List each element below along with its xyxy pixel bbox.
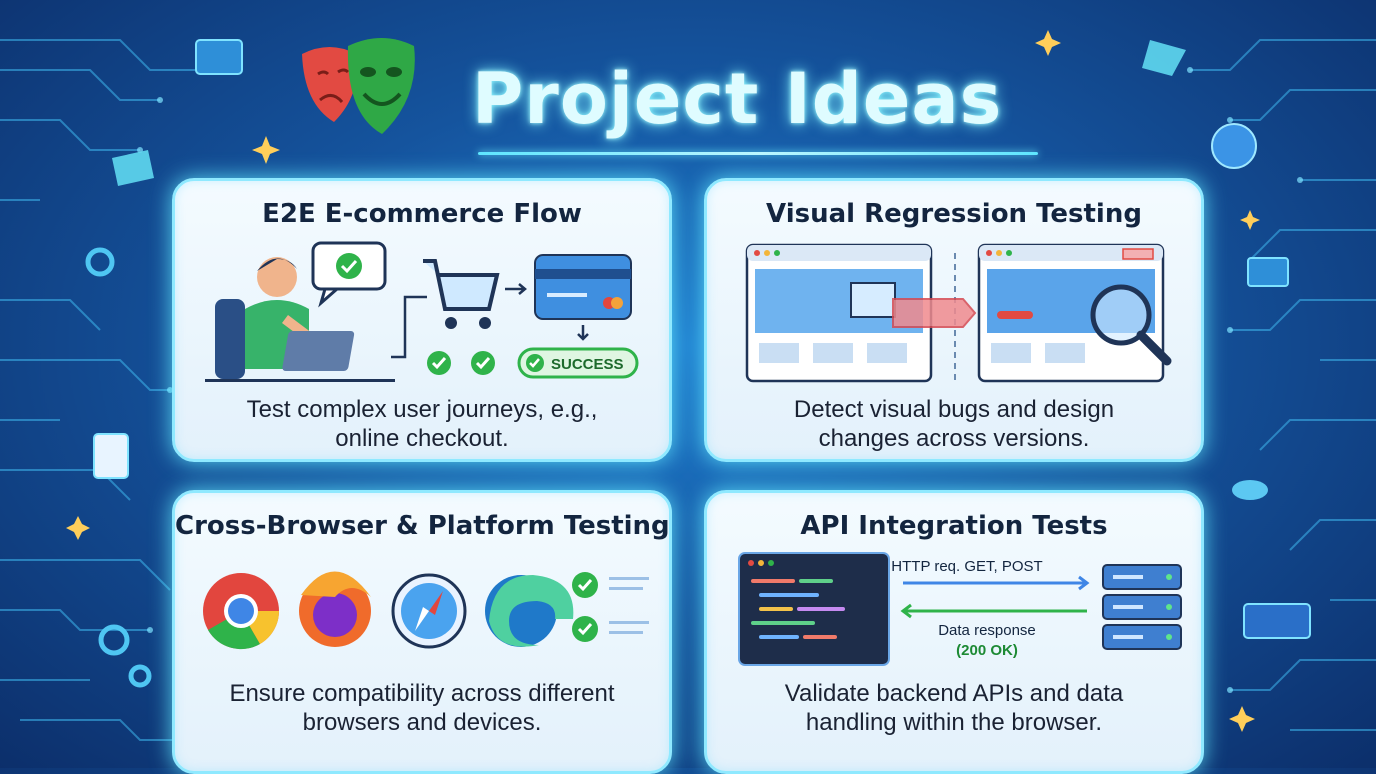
magnifier-icon [1090,284,1172,366]
card-e2e-ecommerce: E2E E-commerce Flow [172,178,672,462]
card-title: Visual Regression Testing [766,199,1142,229]
card-description: Test complex user journeys, e.g., online… [195,395,649,453]
desc-line: Validate backend APIs and data [784,680,1124,707]
edge-icon [485,575,574,647]
request-label: HTTP req. GET, POST [891,558,1042,575]
person-laptop-icon [205,257,395,382]
title-underline [478,152,1038,155]
status-label: (200 OK) [956,642,1018,659]
desc-line: handling within the browser. [805,709,1103,736]
visual-regression-illustration [745,243,1172,383]
credit-card-icon [534,254,632,320]
desc-line: changes across versions. [818,425,1090,452]
card-title: API Integration Tests [800,511,1108,541]
title-banner: Project Ideas [290,38,1090,160]
check-icon [427,351,495,375]
api-illustration: HTTP req. GET, POST Data response (200 O… [738,552,1182,666]
response-label: Data response [938,622,1036,639]
checklist-icon [572,572,649,642]
desc-line: Ensure compatibility across different [229,680,615,707]
card-description: Detect visual bugs and design changes ac… [727,395,1181,453]
server-icon [1102,564,1182,650]
browsers-illustration [203,571,649,650]
card-title: E2E E-commerce Flow [262,199,582,229]
card-api-integration: API Integration Tests HTTP req. GET, POS… [704,490,1204,774]
code-editor-icon [738,552,890,666]
card-cross-browser: Cross-Browser & Platform Testing [172,490,672,774]
shopping-cart-icon [423,259,500,329]
desc-line: Test complex user journeys, e.g., [246,396,598,423]
card-description: Ensure compatibility across different br… [195,679,649,737]
safari-icon [391,573,467,649]
theater-masks-logo [302,38,415,134]
page-title: Project Ideas [472,58,1003,140]
card-title: Cross-Browser & Platform Testing [175,511,670,541]
desc-line: online checkout. [335,425,509,452]
desc-line: Detect visual bugs and design [793,396,1115,423]
success-badge: SUCCESS [517,347,639,379]
success-label: SUCCESS [551,356,624,373]
ecommerce-illustration: SUCCESS [205,241,639,382]
chat-check-icon [311,241,387,308]
webpage-mockup-icon [977,243,1165,383]
card-description: Validate backend APIs and data handling … [727,679,1181,737]
chrome-icon [203,573,280,650]
diff-arrow-icon [892,298,977,328]
firefox-icon [299,571,371,647]
desc-line: browsers and devices. [302,709,542,736]
card-visual-regression: Visual Regression Testing Dete [704,178,1204,462]
